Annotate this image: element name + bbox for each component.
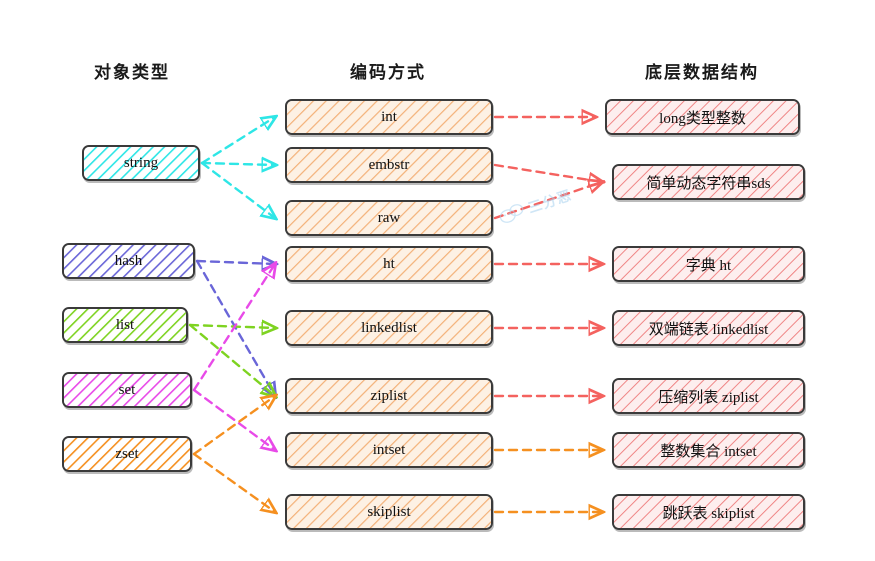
encoding-box-label: embstr (368, 156, 410, 173)
edge-set-to-intset (192, 388, 275, 450)
object-type-box-label: list (115, 316, 135, 333)
encoding-box-intset[interactable]: intset (285, 432, 493, 468)
edge-string-to-raw (200, 161, 275, 218)
structure-box-label: 压缩列表 ziplist (658, 389, 759, 406)
object-type-box-string[interactable]: string (82, 145, 200, 181)
encoding-box-linkedlist[interactable]: linkedlist (285, 310, 493, 346)
edges-type-to-encoding (188, 117, 275, 512)
object-type-box-label: hash (114, 252, 143, 269)
encoding-box-label: ziplist (370, 387, 408, 404)
edge-zset-to-ziplist (192, 396, 275, 456)
encoding-box-embstr[interactable]: embstr (285, 147, 493, 183)
structure-box-ziplist[interactable]: 压缩列表 ziplist (612, 378, 805, 414)
edge-hash-to-ht (195, 261, 275, 264)
object-type-box-set[interactable]: set (62, 372, 192, 408)
encoding-box-ht[interactable]: ht (285, 246, 493, 282)
edge-string-to-int (200, 117, 275, 165)
structure-box-long-int[interactable]: long类型整数 (605, 99, 800, 135)
edge-zset-to-skiplist (192, 452, 275, 512)
column-header-object-type: 对象类型 (94, 63, 170, 82)
edge-hash-to-ziplist (195, 259, 275, 396)
object-type-box-label: zset (115, 445, 139, 462)
structure-box-label: 简单动态字符串sds (646, 175, 771, 192)
edge-raw-to-struct-sds (493, 182, 602, 220)
object-type-box-label: string (123, 154, 159, 171)
object-type-box-label: set (118, 381, 136, 398)
edge-set-to-ht (192, 264, 275, 392)
edge-list-to-linkedlist (188, 325, 275, 328)
encoding-box-label: raw (377, 209, 401, 226)
object-type-box-hash[interactable]: hash (62, 243, 195, 279)
column-header-encoding: 编码方式 (350, 63, 426, 82)
edge-string-to-embstr (200, 163, 275, 165)
encoding-box-int[interactable]: int (285, 99, 493, 135)
object-type-box-zset[interactable]: zset (62, 436, 192, 472)
structure-box-label: 跳跃表 skiplist (662, 505, 755, 522)
column-header-data-structure: 底层数据结构 (645, 63, 759, 82)
encoding-box-raw[interactable]: raw (285, 200, 493, 236)
structure-box-dict-ht[interactable]: 字典 ht (612, 246, 805, 282)
structure-box-label: 双端链表 linkedlist (648, 321, 769, 338)
structure-box-label: 整数集合 intset (660, 443, 757, 460)
structure-box-label: long类型整数 (659, 110, 746, 127)
edge-list-to-ziplist (188, 323, 275, 396)
encoding-box-label: ht (383, 255, 395, 272)
structure-box-label: 字典 ht (685, 257, 732, 274)
structure-box-sds[interactable]: 简单动态字符串sds (612, 164, 805, 200)
structure-box-intset[interactable]: 整数集合 intset (612, 432, 805, 468)
structure-box-skiplist[interactable]: 跳跃表 skiplist (612, 494, 805, 530)
encoding-box-label: intset (372, 441, 406, 458)
encoding-box-label: skiplist (367, 503, 411, 520)
encoding-box-label: int (381, 108, 397, 125)
encoding-box-label: linkedlist (361, 319, 417, 336)
encoding-box-ziplist[interactable]: ziplist (285, 378, 493, 414)
structure-box-linkedlist[interactable]: 双端链表 linkedlist (612, 310, 805, 346)
edges-encoding-to-structure (493, 117, 602, 512)
object-type-box-list[interactable]: list (62, 307, 188, 343)
edge-embstr-to-struct-sds (493, 163, 602, 182)
encoding-box-skiplist[interactable]: skiplist (285, 494, 493, 530)
